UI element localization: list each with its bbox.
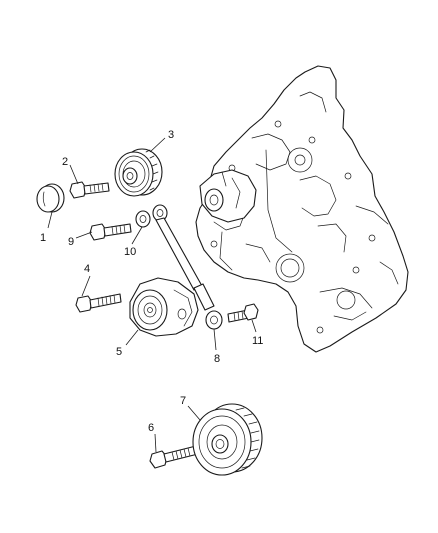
leader-lines [47, 137, 257, 453]
callout-1: 1 [40, 232, 46, 244]
leader-7 [187, 405, 201, 421]
callout-4: 4 [84, 263, 90, 275]
callout-2: 2 [62, 156, 68, 168]
leader-6 [154, 433, 157, 453]
bolt-9 [89, 223, 132, 241]
bolt-2 [69, 181, 110, 199]
bolt-6 [149, 445, 199, 469]
leader-8 [213, 328, 217, 351]
leader-2 [69, 164, 79, 185]
callout-10: 10 [124, 246, 136, 258]
washer-10 [135, 210, 151, 228]
tensioner-strut-8 [152, 204, 223, 330]
leader-4 [81, 275, 91, 297]
bolt-4 [75, 293, 122, 313]
water-pump [199, 169, 257, 223]
idler-pulley-3 [114, 148, 163, 197]
leader-10 [131, 226, 143, 245]
dust-cap-1 [36, 183, 65, 213]
leader-3 [149, 137, 166, 153]
callout-6: 6 [148, 422, 154, 434]
callout-9: 9 [68, 236, 74, 248]
bolt-11 [227, 303, 259, 323]
leader-1 [47, 211, 53, 229]
callout-labels: 3 2 1 9 10 4 5 8 11 7 6 [40, 129, 263, 434]
leader-9 [75, 231, 93, 239]
callout-11: 11 [252, 335, 263, 347]
belt-tensioner-5 [129, 277, 199, 337]
leader-11 [251, 319, 257, 333]
callout-5: 5 [116, 346, 122, 358]
leader-5 [125, 329, 139, 346]
callout-3: 3 [168, 129, 174, 141]
callout-7: 7 [180, 395, 186, 407]
callout-8: 8 [214, 353, 220, 365]
crankshaft-pulley-7 [192, 403, 263, 476]
